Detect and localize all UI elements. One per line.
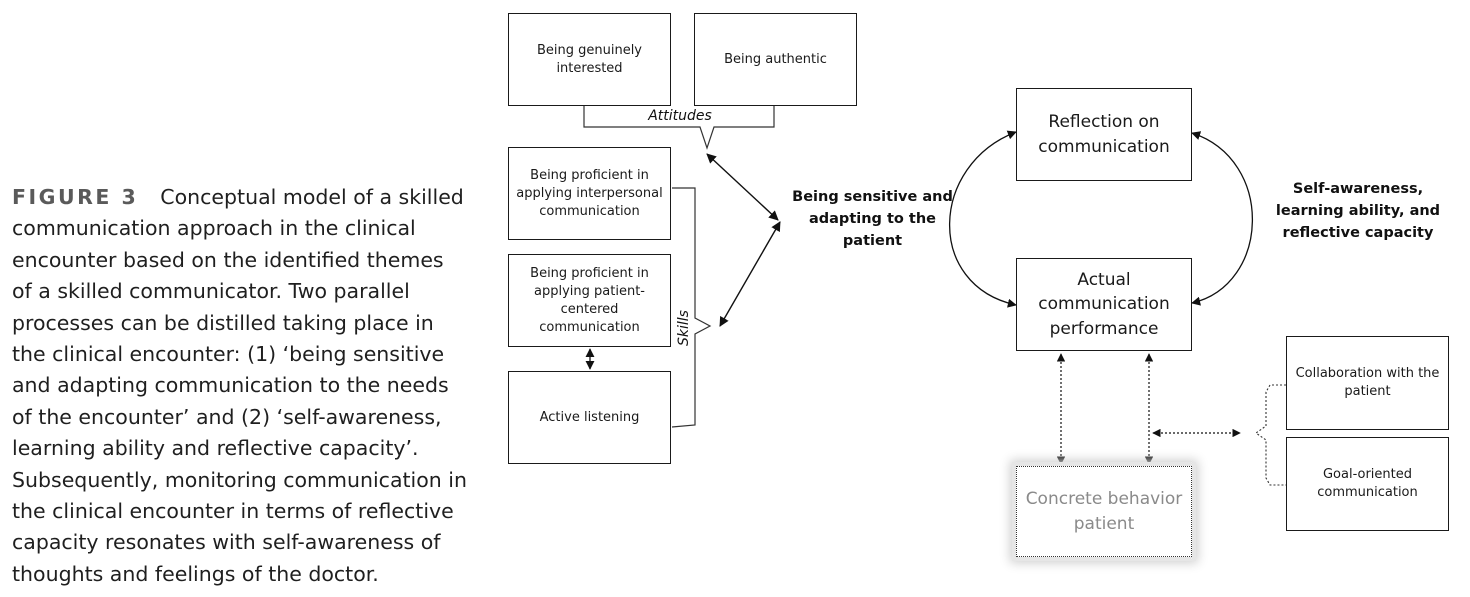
skills-brace [671, 187, 712, 428]
sensitive-label: Being sensitive and adapting to the pati… [792, 189, 953, 249]
skill-active-listening: Active listening [508, 371, 671, 464]
attitudes-brace [583, 106, 775, 150]
self-awareness-label: Self-awareness, learning ability, and re… [1275, 181, 1441, 241]
attitudes-label: Attitudes [648, 108, 712, 124]
left-loop-arrow [948, 130, 1017, 308]
skills-arrow [719, 221, 781, 327]
skill-interpersonal: Being proficient in applying interperson… [508, 147, 671, 240]
attitudes-arrow [706, 153, 779, 221]
concrete-behavior-box: Concrete behavior patient [1016, 466, 1192, 557]
caption-text: Conceptual model of a skilled communicat… [12, 185, 467, 586]
figure-label: FIGURE 3 [12, 185, 139, 209]
performance-box: Actual communication performance [1016, 258, 1192, 351]
right-loop-arrow [1191, 131, 1254, 306]
skill-patient-centered: Being proficient in applying patient-cen… [508, 254, 671, 347]
patient-goal-oriented: Goal-oriented communication [1286, 437, 1449, 531]
skills-label: Skills [676, 310, 692, 346]
patient-collaboration: Collaboration with the patient [1286, 336, 1449, 430]
patient-brace [1255, 384, 1286, 486]
attitude-genuinely-interested: Being genuinely interested [508, 13, 671, 106]
reflection-box: Reflection on communication [1016, 88, 1192, 181]
attitude-authentic: Being authentic [694, 13, 857, 106]
